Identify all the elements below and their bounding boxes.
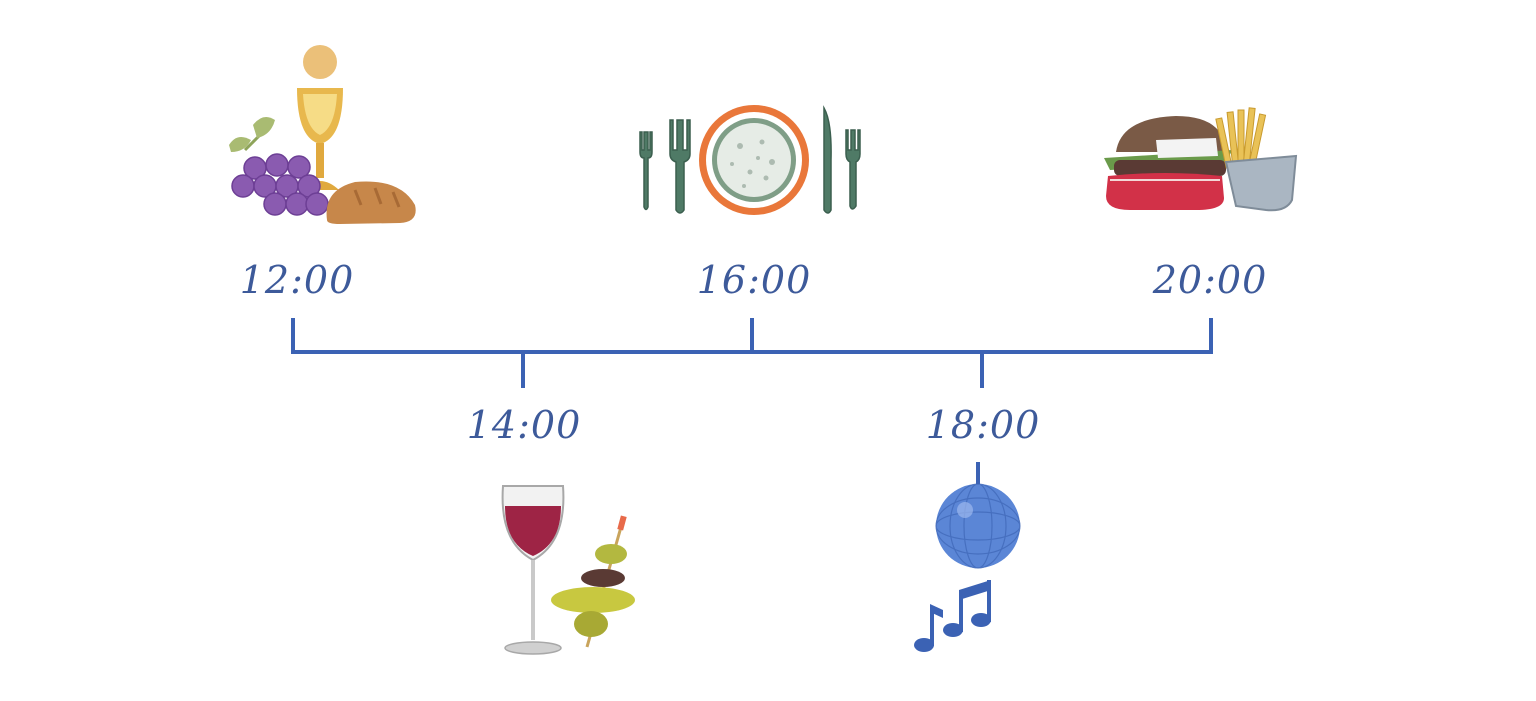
burger-fries-icon — [1104, 107, 1298, 212]
time-label-14: 14:00 — [466, 403, 582, 447]
time-label-20: 20:00 — [1152, 258, 1268, 302]
time-label-18: 18:00 — [925, 403, 1041, 447]
time-label-12: 12:00 — [239, 258, 355, 302]
disco-ball-music-icon — [914, 462, 1021, 652]
communion-icon — [229, 45, 416, 224]
time-label-16: 16:00 — [696, 258, 812, 302]
wine-appetizer-icon — [501, 485, 635, 655]
dinner-plate-icon — [639, 105, 861, 215]
